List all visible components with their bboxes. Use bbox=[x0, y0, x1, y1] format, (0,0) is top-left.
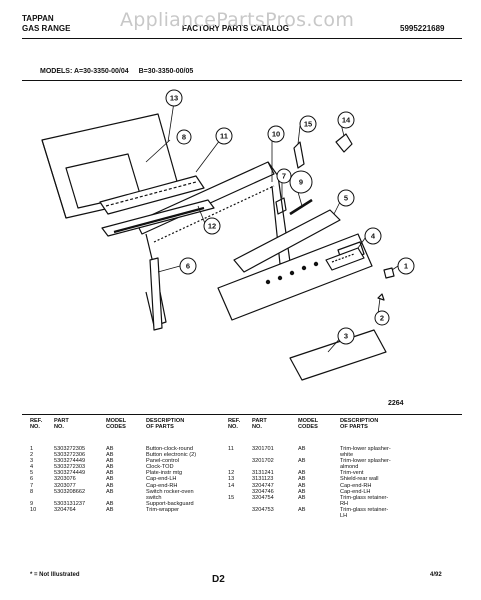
part-control-panel bbox=[217, 233, 373, 321]
model-b: B=30-3350-00/05 bbox=[138, 68, 194, 75]
part-clock-button bbox=[383, 267, 395, 279]
callout-2: 2 bbox=[380, 314, 384, 323]
catalog-title: FACTORY PARTS CATALOG bbox=[182, 24, 289, 33]
catalog-number: 5995221689 bbox=[400, 24, 445, 33]
callout-15: 15 bbox=[304, 120, 312, 129]
page-number: D2 bbox=[212, 574, 225, 585]
col-ref-no-left: REF.NO. bbox=[30, 418, 43, 431]
revision-date: 4/92 bbox=[430, 572, 442, 578]
part-end-cap-clip-14 bbox=[335, 133, 353, 153]
part-glass-retainer-15 bbox=[293, 141, 305, 169]
callout-10: 10 bbox=[272, 130, 280, 139]
footnote: * = Not Illustrated bbox=[30, 572, 80, 578]
models-rule bbox=[22, 80, 462, 81]
callout-14: 14 bbox=[342, 116, 351, 125]
part-clock bbox=[325, 247, 365, 271]
callout-12: 12 bbox=[208, 222, 216, 231]
watermark: AppliancePartsPros.com bbox=[120, 9, 355, 31]
part-support-strip bbox=[99, 175, 205, 215]
part-left-end-cap bbox=[149, 257, 163, 331]
model-a: A=30-3350-00/04 bbox=[73, 68, 129, 75]
figure-number: 2264 bbox=[388, 400, 404, 407]
part-electronic-button bbox=[377, 293, 385, 301]
callout-6: 6 bbox=[186, 262, 190, 271]
callout-7: 7 bbox=[282, 172, 286, 181]
table-top-rule bbox=[22, 414, 462, 415]
part-vent-trim bbox=[101, 199, 215, 237]
part-right-end-cap bbox=[275, 197, 287, 215]
callout-5: 5 bbox=[344, 194, 348, 203]
callout-11: 11 bbox=[220, 132, 228, 141]
part-rocker-switch bbox=[289, 198, 313, 216]
callout-9: 9 bbox=[299, 178, 303, 187]
exploded-parts-diagram: 13 8 11 10 7 9 15 14 5 4 1 2 3 6 12 bbox=[41, 89, 415, 381]
callout-3: 3 bbox=[344, 332, 348, 341]
callout-4: 4 bbox=[371, 232, 376, 241]
header-rule bbox=[22, 38, 462, 39]
part-instrument-plate bbox=[233, 209, 341, 273]
brand-line-1: TAPPAN bbox=[22, 14, 54, 23]
col-ref-no-right: REF.NO. bbox=[228, 418, 241, 431]
models-label: MODELS: bbox=[40, 68, 73, 75]
models-line: MODELS: A=30-3350-00/04 B=30-3350-00/05 bbox=[40, 68, 193, 75]
callout-13: 13 bbox=[170, 94, 178, 103]
brand-line-2: GAS RANGE bbox=[22, 24, 71, 33]
callout-8: 8 bbox=[182, 133, 186, 142]
callout-1: 1 bbox=[404, 262, 408, 271]
